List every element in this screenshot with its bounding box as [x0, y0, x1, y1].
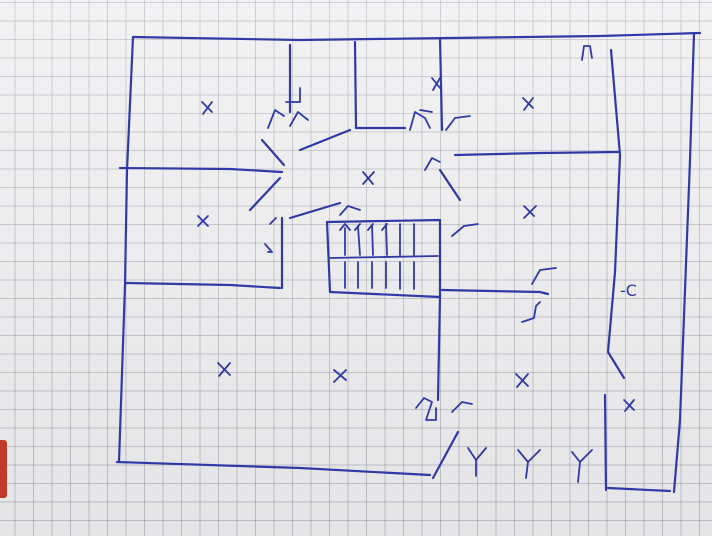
x-mark-icon: [217, 362, 231, 377]
door-right-middle: [451, 223, 479, 237]
wall-center-vertical-lower: [436, 293, 442, 402]
stair-arrows: [339, 223, 388, 231]
wall-diagonal-upper-left: [260, 138, 286, 167]
wall-diagonal-lower-left: [248, 176, 282, 212]
door-bottom-center-2: [451, 401, 473, 413]
door-center-right-2: [424, 157, 441, 171]
stair-treads: [344, 223, 415, 290]
outer-wall-right: [672, 31, 696, 494]
door-corridor-lower: [521, 301, 541, 323]
x-mark-icon: [201, 101, 213, 115]
outer-wall-left: [117, 35, 135, 464]
x-mark-icon: [523, 205, 537, 219]
x-mark-icon: [362, 171, 375, 185]
outer-wall-bottom: [115, 460, 432, 477]
door-upper-left-1: [267, 87, 301, 129]
door-top-right: [581, 45, 593, 61]
stair-midline: [329, 255, 439, 259]
wall-entrance-diagonal: [431, 430, 460, 480]
x-mark-icon: [522, 97, 534, 111]
red-tab: [0, 440, 7, 498]
y-fixture-icon: [571, 449, 593, 483]
staircase: [325, 218, 442, 299]
x-mark-icon: [197, 215, 209, 227]
door-upper-left-2: [289, 111, 309, 127]
wall-diagonal-right-lower: [288, 201, 342, 220]
wall-corridor-lower: [440, 288, 550, 296]
outer-walls: [115, 31, 702, 494]
door-symbols: [264, 45, 593, 421]
door-center-right-1: [445, 115, 471, 131]
wall-middle-top: [353, 40, 407, 130]
x-mark-icon: [515, 373, 529, 388]
wall-right-room: [453, 150, 620, 157]
outer-wall-bottom-right: [606, 486, 672, 493]
x-mark-icon: [623, 399, 635, 412]
y-fixtures: [467, 447, 593, 483]
wall-left-lower: [124, 281, 282, 290]
interior-walls: [118, 36, 620, 480]
right-label: -C: [620, 281, 637, 300]
room-markers: [197, 77, 635, 412]
y-fixture-icon: [467, 447, 487, 477]
x-mark-icon: [431, 77, 441, 91]
door-corridor-right: [531, 267, 557, 285]
wall-diagonal-right-upper: [438, 168, 462, 202]
x-mark-icon: [333, 369, 347, 383]
wall-center-right-vertical: [438, 36, 444, 132]
door-center-top: [409, 109, 433, 131]
wall-left-upper: [118, 166, 284, 174]
y-fixture-icon: [517, 449, 541, 479]
outer-wall-top: [131, 31, 702, 42]
inner-wall-right-vertical: [606, 48, 626, 380]
door-bottom-center-1: [415, 397, 437, 421]
stair-outline: [325, 218, 442, 299]
door-stair-top: [339, 205, 361, 216]
inner-wall-lower-right: [603, 393, 608, 492]
door-left-middle: [264, 217, 277, 253]
wall-diagonal-left: [298, 128, 352, 152]
